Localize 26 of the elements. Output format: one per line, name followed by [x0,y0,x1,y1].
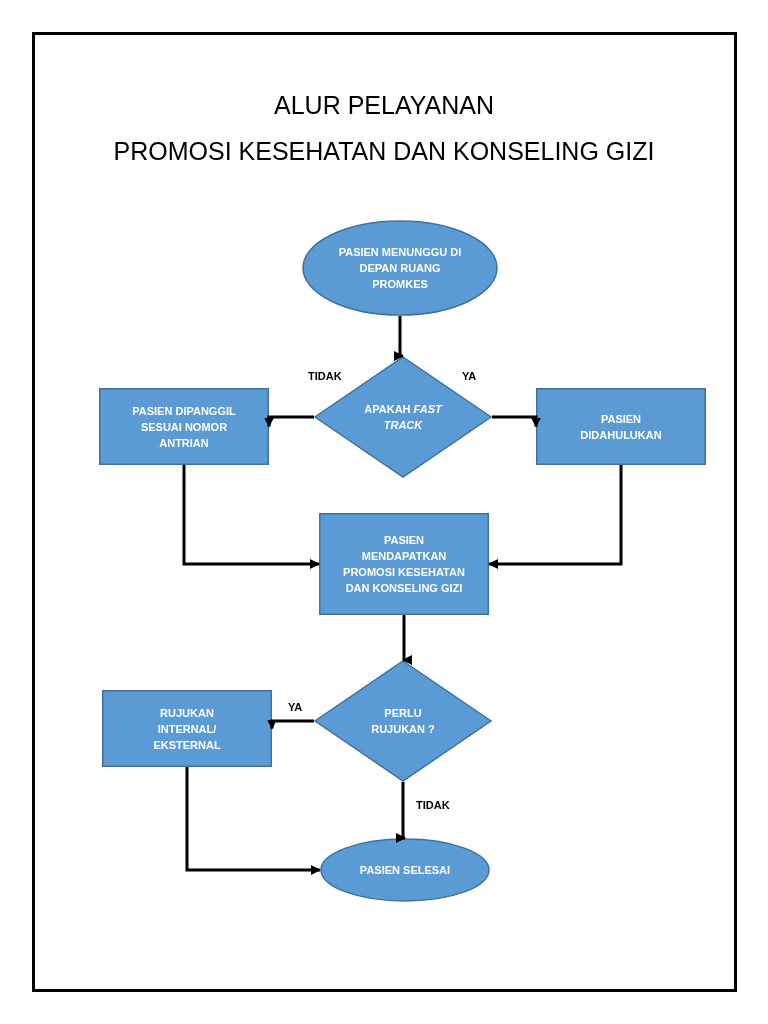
node-text: PERLU RUJUKAN ? [370,706,436,737]
edge-label: YA [286,700,305,714]
terminal-ellipse [320,838,490,902]
arrow [396,782,406,843]
process-box [99,388,269,465]
decision-diamond [314,660,492,782]
arrow [488,465,623,569]
process-box [319,513,489,615]
process-box [102,690,272,767]
edge-label: TIDAK [414,798,452,812]
node-text: PASIEN MENDAPATKAN PROMOSI KESEHATAN DAN KONSELING GIZI [342,533,466,596]
arrow [394,316,404,361]
arrow [401,615,412,665]
edge-label: TIDAK [306,369,344,383]
arrow [182,465,320,569]
arrow [185,767,321,875]
node-text: PASIEN MENUNGGU DI DEPAN RUANG PROMKES [337,245,463,292]
node-text: RUJUKAN INTERNAL/ EKSTERNAL [152,705,222,753]
node-text: PASIEN DIDAHULUKAN [579,411,663,443]
terminal-ellipse [302,220,498,316]
node-text: APAKAH FAST TRACK [363,402,443,433]
process-box [536,388,706,465]
node-text: PASIEN DIPANGGIL SESUAI NOMOR ANTRIAN [131,403,237,451]
title: ALUR PELAYANAN PROMOSI KESEHATAN DAN KONSELING GIZI [112,90,656,167]
edge-label: YA [460,369,479,383]
node-text: PASIEN SELESAI [358,863,452,878]
